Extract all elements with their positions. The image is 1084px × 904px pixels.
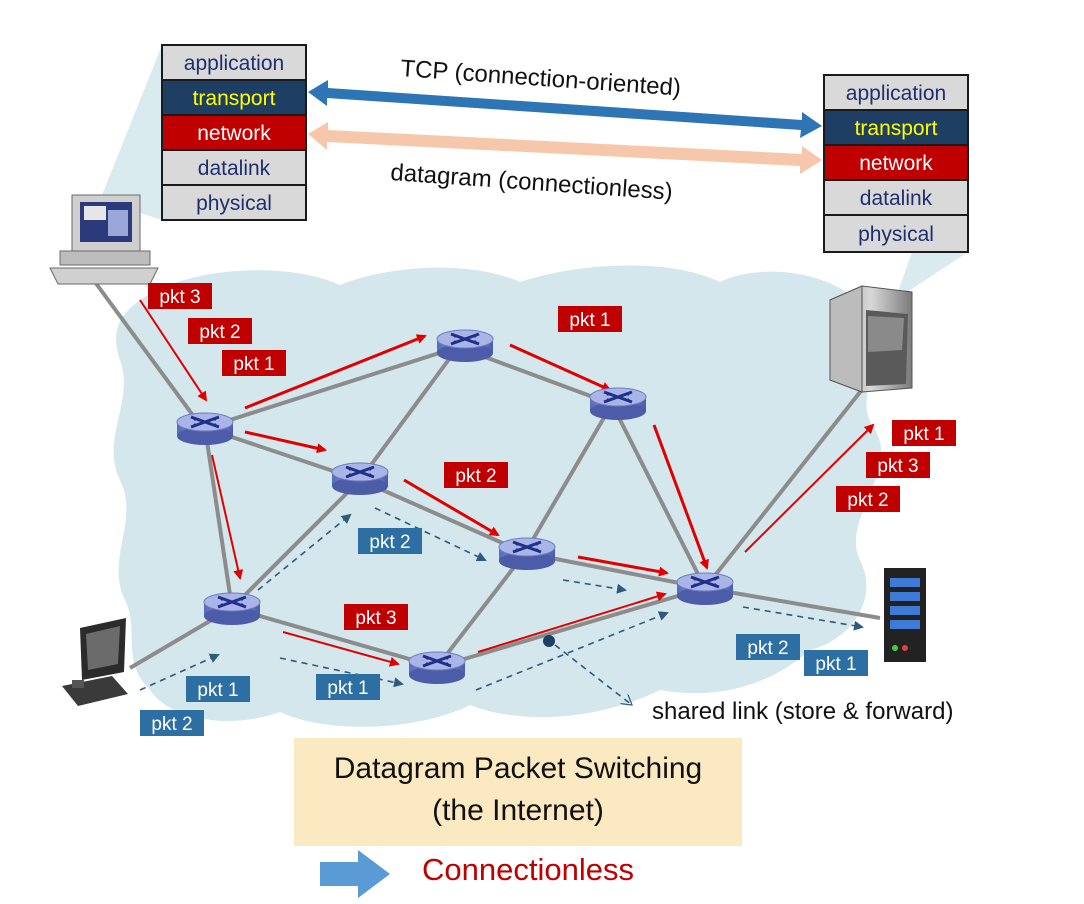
right-stack-projection [895, 252, 968, 300]
shared-link-point [543, 635, 555, 647]
blue-packet-path [139, 507, 864, 705]
router-icon [497, 536, 557, 572]
blue-packet-dest-1: pkt 2 [747, 638, 788, 659]
blue-packet-start-2: pkt 2 [151, 714, 192, 735]
datagram-double-arrow [308, 122, 822, 174]
blue-packet-mid: pkt 2 [369, 532, 410, 553]
left-stack-network: network [197, 122, 271, 145]
right-stack-application: application [846, 82, 946, 105]
left-stack-physical: physical [196, 192, 272, 215]
router-icon [330, 461, 390, 497]
blue-packet-bottom: pkt 1 [327, 678, 368, 699]
left-stack-transport: transport [193, 87, 276, 110]
right-stack-transport: transport [855, 117, 938, 140]
red-packet-dest-3: pkt 2 [847, 490, 888, 511]
red-packet-start-2: pkt 2 [199, 322, 240, 343]
left-stack-application: application [184, 52, 284, 75]
caption-box: Datagram Packet Switching (the Internet) [294, 738, 742, 846]
datagram-label: datagram (connectionless) [390, 159, 674, 206]
router-icon [588, 386, 648, 422]
tcp-label: TCP (connection-oriented) [400, 55, 682, 102]
red-packet-dest-2: pkt 3 [877, 456, 918, 477]
red-packet-start-3: pkt 1 [233, 354, 274, 375]
blue-packet-dest-2: pkt 1 [815, 654, 856, 675]
network-links [93, 280, 881, 670]
tcp-double-arrow [308, 80, 822, 138]
right-stack-network: network [859, 152, 933, 175]
server-tower-icon [829, 285, 913, 393]
red-packet-top: pkt 1 [569, 310, 610, 331]
caption-title: Datagram Packet Switching [333, 752, 703, 785]
router-icon [435, 328, 495, 364]
red-packet-middle: pkt 2 [455, 466, 496, 487]
left-protocol-stack: application transport network datalink p… [161, 44, 307, 221]
right-protocol-stack: application transport network datalink p… [823, 74, 969, 253]
shared-link-label: shared link (store & forward) [652, 698, 953, 725]
red-packet-labels: pkt 3 pkt 2 pkt 1 pkt 1 pkt 2 pkt 3 pkt … [148, 283, 956, 630]
left-stack-projection [100, 45, 162, 220]
router-icon [202, 591, 262, 627]
left-stack-datalink: datalink [198, 157, 271, 180]
desktop-computer-icon [49, 194, 159, 285]
network-cloud [113, 265, 882, 727]
connectionless-label: Connectionless [422, 852, 634, 887]
laptop-computer-icon [62, 618, 128, 706]
blue-packet-start-1: pkt 1 [197, 680, 238, 701]
blue-packet-labels: pkt 1 pkt 2 pkt 2 pkt 1 pkt 2 pkt 1 [140, 528, 868, 736]
router-icon [675, 571, 735, 607]
red-packet-dest-1: pkt 1 [903, 424, 944, 445]
right-stack-datalink: datalink [860, 187, 933, 210]
red-packet-start-1: pkt 3 [159, 287, 200, 308]
rack-server-icon [884, 568, 926, 662]
caption-subtitle: (the Internet) [432, 794, 604, 827]
right-arrow-icon [320, 850, 390, 898]
router-icon [175, 411, 235, 447]
router-icon [407, 650, 467, 686]
red-packet-path [139, 299, 875, 667]
right-stack-physical: physical [858, 223, 934, 246]
red-packet-bottom: pkt 3 [355, 608, 396, 629]
